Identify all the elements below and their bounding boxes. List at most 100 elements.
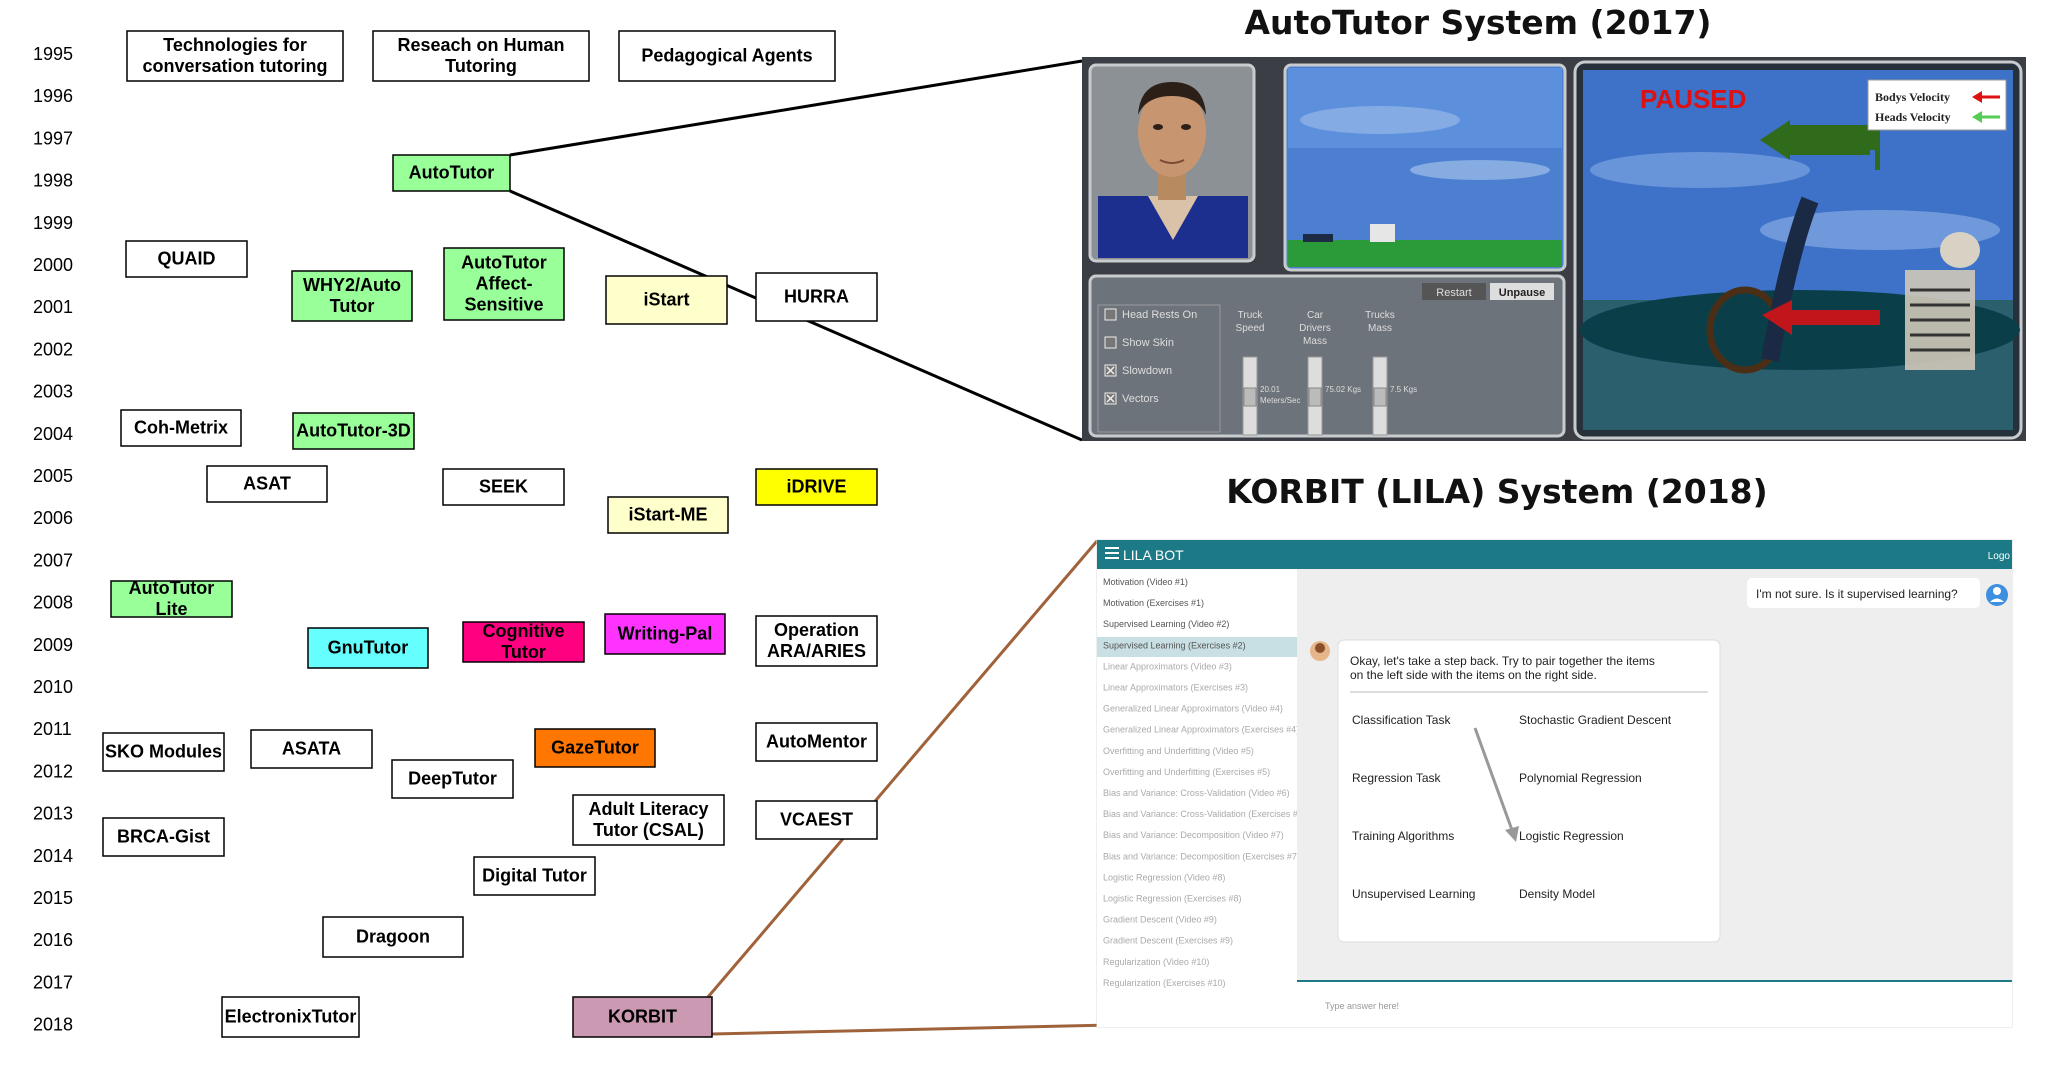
avatar: [1098, 82, 1248, 258]
lesson-item-5[interactable]: Linear Approximators (Video #3): [1103, 661, 1232, 671]
year-label-2004: 2004: [33, 424, 73, 444]
lesson-item-1[interactable]: Motivation (Video #1): [1103, 577, 1188, 587]
node-quaid: QUAID: [125, 240, 248, 278]
connectors: [509, 59, 1112, 1036]
year-label-1998: 1998: [33, 171, 73, 191]
node-label-autotutor-lite-2: Lite: [155, 599, 187, 619]
node-label-autotutor-affect-3: Sensitive: [464, 295, 543, 315]
node-asata: ASATA: [250, 729, 373, 769]
node-asat: ASAT: [206, 465, 328, 503]
lesson-item-6[interactable]: Linear Approximators (Exercises #3): [1103, 683, 1248, 693]
connector-korbit-bottom: [711, 1023, 1112, 1036]
lesson-item-12[interactable]: Bias and Variance: Cross-Validation (Exe…: [1103, 809, 1306, 819]
year-label-2008: 2008: [33, 593, 73, 613]
year-label-2001: 2001: [33, 297, 73, 317]
velocity-legend: [1867, 79, 2007, 131]
node-label-tech-conv-1: Technologies for: [163, 35, 307, 55]
slider-list: TruckSpeed20.01Meters/SecCarDriversMass7…: [1236, 310, 1417, 436]
node-label-operation-aries-1: Operation: [774, 620, 859, 640]
match-left-training-algorithms[interactable]: Training Algorithms: [1352, 829, 1454, 843]
lesson-item-18[interactable]: Gradient Descent (Exercises #9): [1103, 936, 1233, 946]
lesson-item-16[interactable]: Logistic Regression (Exercises #8): [1103, 894, 1242, 904]
connector-autotutor-top: [509, 59, 1083, 157]
lesson-item-19[interactable]: Regularization (Video #10): [1103, 957, 1209, 967]
node-label-cognitive-tutor-2: Tutor: [501, 642, 546, 662]
checkbox-label-vectors: Vectors: [1122, 393, 1159, 405]
lesson-item-15[interactable]: Logistic Regression (Video #8): [1103, 872, 1225, 882]
lesson-item-3[interactable]: Supervised Learning (Video #2): [1103, 619, 1229, 629]
slider-header-3-2: Mass: [1368, 323, 1392, 334]
node-label-brca-1: BRCA-Gist: [117, 827, 210, 847]
node-why2: WHY2/AutoTutor: [291, 270, 413, 322]
match-left-regression-task[interactable]: Regression Task: [1352, 771, 1441, 785]
node-label-digital-tutor-1: Digital Tutor: [482, 866, 587, 886]
slider-thumb-1[interactable]: [1243, 387, 1257, 407]
bot-avatar-icon: [1310, 641, 1330, 661]
year-label-2009: 2009: [33, 635, 73, 655]
lesson-item-7[interactable]: Generalized Linear Approximators (Video …: [1103, 704, 1283, 714]
slider-header-2-3: Mass: [1303, 336, 1327, 347]
lesson-item-20[interactable]: Regularization (Exercises #10): [1103, 978, 1226, 988]
node-label-vcaest-1: VCAEST: [780, 810, 853, 830]
lesson-item-8[interactable]: Generalized Linear Approximators (Exerci…: [1103, 725, 1299, 735]
checkbox-head-rests-on[interactable]: [1104, 308, 1117, 321]
year-label-1999: 1999: [33, 213, 73, 233]
unpause-label: Unpause: [1499, 287, 1545, 299]
lesson-item-11[interactable]: Bias and Variance: Cross-Validation (Vid…: [1103, 788, 1290, 798]
autotutor-screenshot: PAUSED Bodys Velocity Heads Velocity Res…: [1082, 57, 2026, 441]
lesson-item-9[interactable]: Overfitting and Underfitting (Video #5): [1103, 746, 1254, 756]
year-label-2016: 2016: [33, 930, 73, 950]
match-right-logistic-regression[interactable]: Logistic Regression: [1519, 829, 1624, 843]
answer-input[interactable]: [1297, 981, 2012, 1027]
match-left-unsupervised-learning[interactable]: Unsupervised Learning: [1352, 887, 1475, 901]
control-panel: [1088, 274, 1566, 438]
korbit-screenshot: LILA BOT Logo Motivation (Video #1)Motiv…: [1096, 539, 2013, 1028]
logout-link[interactable]: Logo: [1988, 551, 2011, 562]
node-label-istart-1: iStart: [643, 290, 689, 310]
year-label-1995: 1995: [33, 44, 73, 64]
menu-icon[interactable]: [1105, 547, 1119, 559]
match-right-stochastic-gradient-descent[interactable]: Stochastic Gradient Descent: [1519, 713, 1672, 727]
drag-arrow: [1473, 727, 1519, 842]
slider-thumb-3[interactable]: [1373, 387, 1387, 407]
node-label-asata-1: ASATA: [282, 739, 341, 759]
unpause-button[interactable]: [1490, 283, 1554, 300]
node-deeptutor: DeepTutor: [391, 759, 514, 799]
lesson-item-17[interactable]: Gradient Descent (Video #9): [1103, 915, 1217, 925]
node-label-idrive-1: iDRIVE: [786, 477, 846, 497]
lesson-item-4[interactable]: Supervised Learning (Exercises #2): [1103, 640, 1246, 650]
year-label-2014: 2014: [33, 846, 73, 866]
lesson-item-2[interactable]: Motivation (Exercises #1): [1103, 598, 1204, 608]
node-label-why2-2: Tutor: [330, 296, 375, 316]
node-label-cohmetrix-1: Coh-Metrix: [134, 418, 228, 438]
match-right-density-model[interactable]: Density Model: [1519, 887, 1595, 901]
match-left-classification-task[interactable]: Classification Task: [1352, 713, 1451, 727]
node-label-tech-conv-2: conversation tutoring: [142, 56, 327, 76]
node-electronixtutor: ElectronixTutor: [221, 996, 360, 1038]
restart-button[interactable]: [1422, 283, 1486, 300]
node-label-adult-literacy-1: Adult Literacy: [588, 799, 708, 819]
checkbox-label-slowdown: Slowdown: [1122, 365, 1172, 377]
slider-value-3-1: 7.5 Kgs: [1390, 385, 1417, 394]
node-label-autotutor-1: AutoTutor: [409, 163, 495, 183]
checkbox-show-skin[interactable]: [1104, 336, 1117, 349]
answer-input-placeholder: Type answer here!: [1325, 1001, 1399, 1011]
node-label-sko-1: SKO Modules: [105, 742, 222, 762]
node-label-cognitive-tutor-1: Cognitive: [482, 621, 564, 641]
lesson-item-10[interactable]: Overfitting and Underfitting (Exercises …: [1103, 767, 1270, 777]
node-digital-tutor: Digital Tutor: [473, 856, 596, 896]
lesson-item-13[interactable]: Bias and Variance: Decomposition (Video …: [1103, 830, 1284, 840]
match-right-polynomial-regression[interactable]: Polynomial Regression: [1519, 771, 1642, 785]
checkbox-label-head-rests-on: Head Rests On: [1122, 309, 1197, 321]
node-autotutor-3d: AutoTutor-3D: [292, 412, 415, 450]
slider-value-1-1: 20.01: [1260, 385, 1281, 394]
node-label-operation-aries-2: ARA/ARIES: [767, 641, 866, 661]
lesson-item-14[interactable]: Bias and Variance: Decomposition (Exerci…: [1103, 851, 1300, 861]
node-istart: iStart: [605, 275, 728, 325]
slider-thumb-2[interactable]: [1308, 387, 1322, 407]
